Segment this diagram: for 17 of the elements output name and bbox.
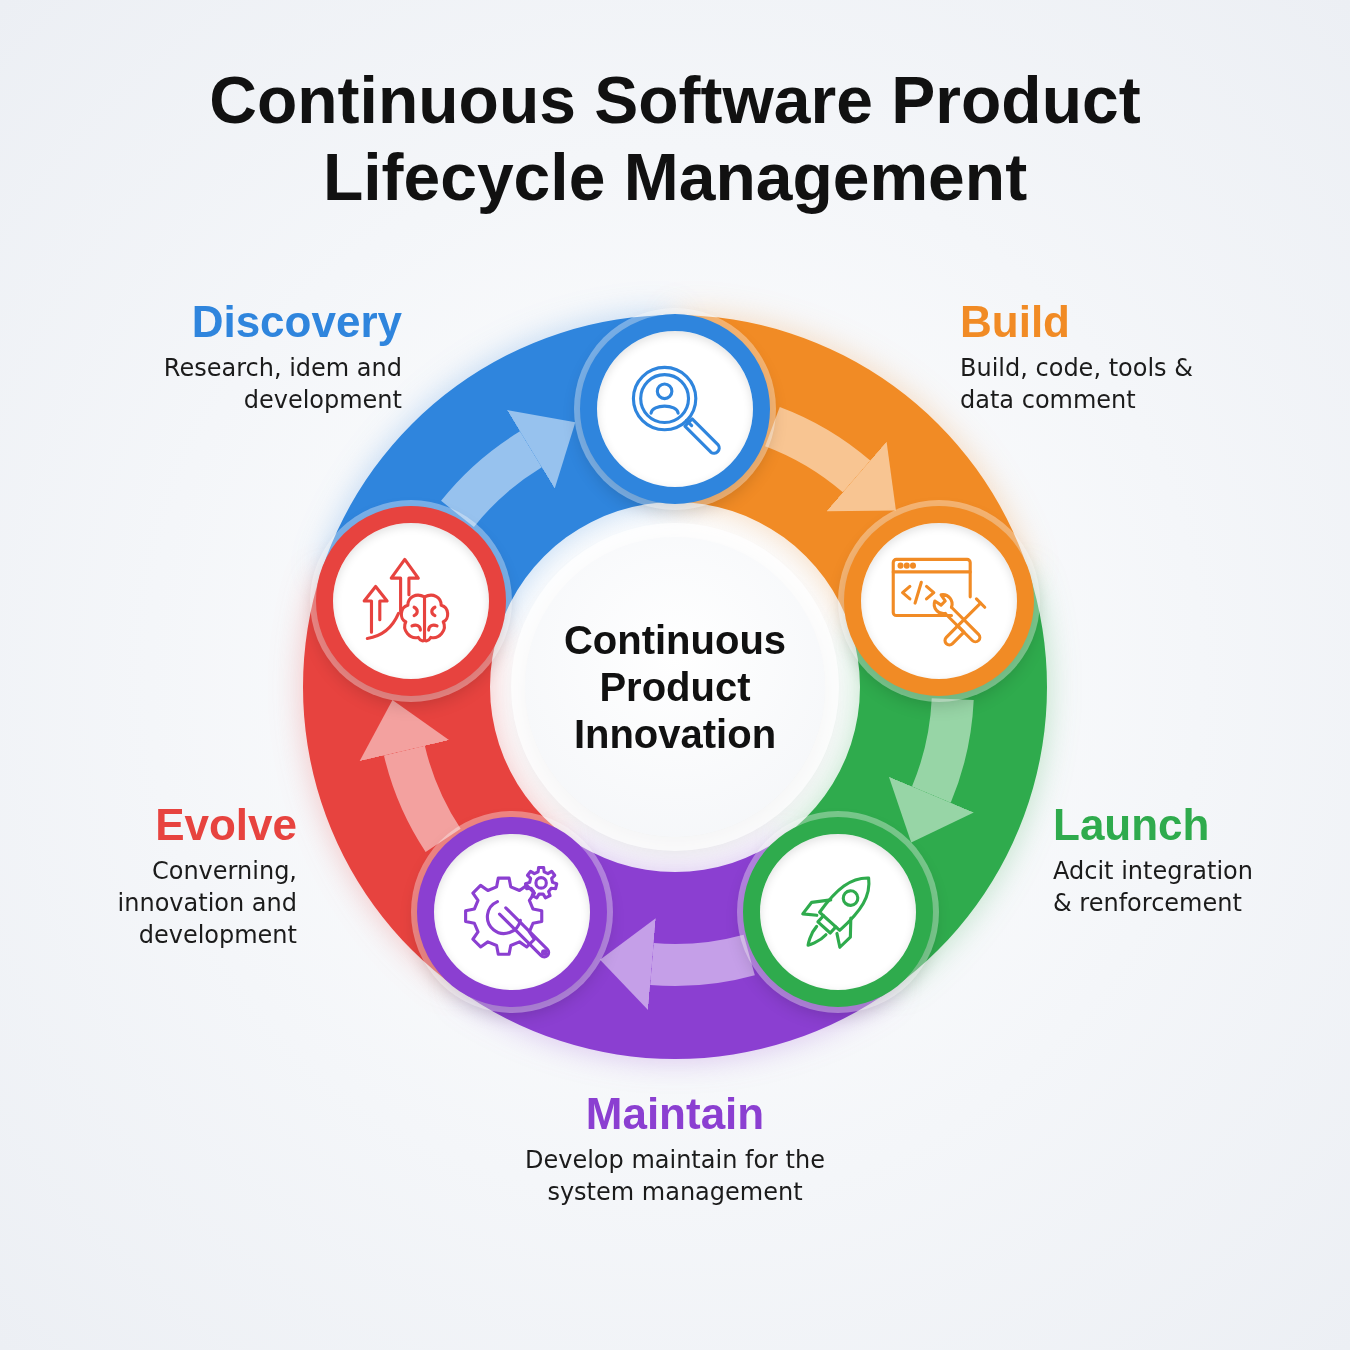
cycle-arrow <box>441 411 575 528</box>
diagram-title: Continuous Software Product Lifecycle Management <box>208 62 1142 216</box>
stage-description: Build, code, tools & data comment <box>960 353 1194 416</box>
cycle-arrow <box>888 697 975 844</box>
stage-title: Build <box>960 297 1071 347</box>
stage-description: Converning, innovation and development <box>116 856 297 951</box>
stage-description: Develop maintain for the system management <box>523 1145 826 1208</box>
stage-description: Research, idem and development <box>162 353 402 416</box>
stage-title: Evolve <box>154 800 297 850</box>
cycle-arrow <box>764 407 898 513</box>
cycle-arrow <box>599 918 754 1010</box>
stage-title: Discovery <box>190 297 402 347</box>
stage-title: Maintain <box>584 1089 766 1139</box>
cycle-arrow <box>360 700 462 852</box>
stage-title: Launch <box>1053 800 1211 850</box>
stage-description: Adcit integration & renforcement <box>1053 856 1254 919</box>
hub-label: Continuous Product Innovation <box>562 616 788 758</box>
